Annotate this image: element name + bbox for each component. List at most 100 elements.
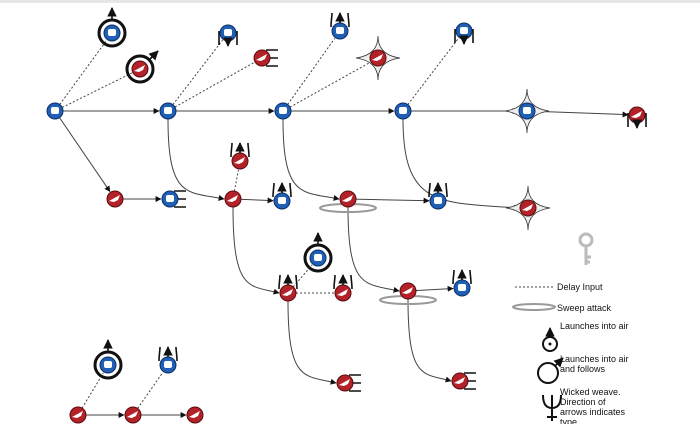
wing-glyph-icon [234, 157, 245, 164]
key-icon [578, 232, 594, 248]
wing-glyph-icon [337, 289, 348, 296]
fist-glyph-icon [458, 284, 466, 291]
trident-down-icon [219, 31, 237, 46]
punch-node [219, 24, 237, 46]
key-icon-shaft [584, 246, 591, 265]
wing-glyph-icon [109, 195, 120, 202]
wing-glyph-icon [522, 204, 533, 211]
trident-down-icon [455, 29, 473, 44]
kick-node [186, 406, 204, 424]
dot [548, 342, 552, 346]
legend-wicked-weave: Wicked weave. Direction of arrows indica… [560, 387, 626, 424]
fist-glyph-icon [224, 29, 232, 36]
combo-curve-edge [402, 118, 520, 211]
kick-node [125, 50, 159, 84]
legend-launches-follows: Launches into air and follows [560, 354, 629, 374]
arrow [148, 50, 159, 61]
wing-glyph-icon [339, 379, 350, 386]
fist-glyph-icon [278, 197, 286, 204]
trident-right-icon [464, 372, 476, 390]
ring [537, 362, 559, 384]
combo-edge [54, 110, 111, 193]
combo-edge [347, 197, 430, 204]
delay-edge [402, 37, 459, 112]
punch-node [46, 102, 64, 120]
legend-launch-icon [542, 327, 558, 352]
legend-sweep-attack: Sweep attack [557, 303, 612, 313]
trident-up-icon [158, 346, 178, 362]
combo-curve-edge [282, 118, 340, 201]
punch-node [93, 339, 123, 380]
punch-node [159, 102, 177, 120]
trident-down-icon [628, 113, 646, 128]
kick-node [69, 406, 87, 424]
trident-up-icon [330, 12, 350, 28]
fist-glyph-icon [336, 27, 344, 34]
punch-node [158, 346, 178, 374]
fist-glyph-icon [104, 361, 112, 368]
wing-glyph-icon [127, 411, 138, 418]
delay-edge [167, 61, 255, 112]
trident-up-icon [452, 269, 472, 285]
legend-sweep-ring [512, 303, 556, 311]
trident-up-icon [333, 274, 353, 290]
kick-node [379, 282, 437, 305]
fist-glyph-icon [164, 107, 172, 114]
punch-node [504, 88, 550, 134]
combo-curve-edge [347, 206, 400, 293]
wing-glyph-icon [189, 411, 200, 418]
punch-node [161, 190, 186, 208]
kick-node [336, 374, 361, 392]
punch-node [97, 7, 127, 48]
punch-node [452, 269, 472, 297]
fist-glyph-icon [460, 27, 468, 34]
trident-right-icon [266, 49, 278, 67]
punch-node [428, 182, 448, 210]
launch-follow-ring-icon [125, 54, 155, 84]
punch-node [303, 232, 333, 273]
trident-up-icon [428, 182, 448, 198]
punch-node [394, 102, 412, 120]
punch-node [272, 182, 292, 210]
fist-glyph-icon [314, 254, 322, 261]
fist-glyph-icon [434, 197, 442, 204]
combo-tree [46, 7, 700, 424]
fist-glyph-icon [166, 195, 174, 202]
combo-curve-edge [407, 298, 452, 383]
wing-glyph-icon [256, 54, 267, 61]
kick-node [224, 190, 242, 208]
fist-glyph-icon [279, 107, 287, 114]
wing-glyph-icon [402, 287, 413, 294]
arrow [553, 357, 564, 368]
delay-edge [167, 39, 223, 112]
kick-node [355, 35, 401, 81]
kick-node [124, 406, 142, 424]
kick-node [253, 49, 278, 67]
trident-up-icon [278, 274, 298, 290]
delay-edge [132, 372, 164, 416]
wing-glyph-icon [227, 195, 238, 202]
kick-node [278, 274, 298, 302]
kick-node [628, 106, 646, 128]
trident-right-icon [349, 374, 361, 392]
fist-glyph-icon [399, 107, 407, 114]
delay-edge [282, 61, 371, 112]
wing-glyph-icon [631, 111, 642, 118]
legend-delay-input: Delay Input [557, 282, 603, 292]
wing-glyph-icon [72, 411, 83, 418]
kick-node [230, 142, 250, 170]
kick-node [333, 274, 353, 302]
kick-node [319, 190, 377, 213]
fist-glyph-icon [523, 107, 531, 114]
combo-curve-edge [232, 206, 280, 295]
fist-glyph-icon [164, 361, 172, 368]
fist-glyph-icon [51, 107, 59, 114]
wing-glyph-icon [372, 54, 383, 61]
trident-up-icon [272, 182, 292, 198]
delay-edge [54, 72, 133, 112]
legend-trident-icon [542, 394, 562, 421]
punch-node [274, 102, 292, 120]
trident-right-icon [174, 190, 186, 208]
trident-up-icon [230, 142, 250, 158]
